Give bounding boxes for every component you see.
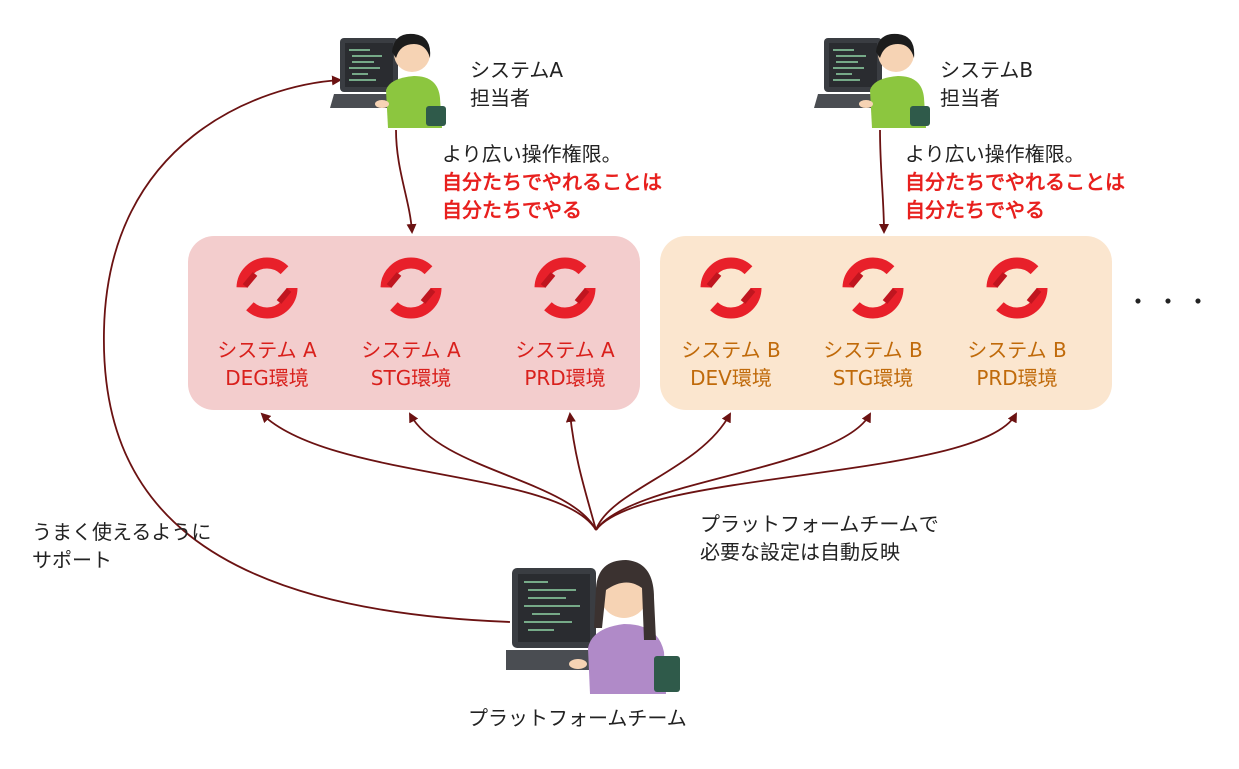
- env-a-prd-name: PRD環境: [524, 366, 606, 390]
- env-a-stg-name: STG環境: [370, 366, 452, 390]
- arrow-system-b-to-env: [878, 129, 889, 234]
- support-note-line-2: サポート: [32, 548, 112, 572]
- env-b-dev-system: システム B: [681, 338, 781, 362]
- arrow-support-loop: [103, 75, 511, 623]
- env-card-a-deg: システム A DEG環境: [192, 246, 342, 396]
- env-card-b-prd: システム B PRD環境: [942, 246, 1092, 396]
- note-b-line-2: 自分たちでやれることは: [905, 170, 1125, 194]
- env-a-prd-system: システム A: [515, 338, 615, 362]
- note-b-line-3: 自分たちでやる: [905, 198, 1045, 222]
- platform-engineer-illustration: [506, 560, 680, 694]
- env-a-stg-system: システム A: [361, 338, 461, 362]
- platform-note-line-2: 必要な設定は自動反映: [700, 540, 900, 564]
- openshift-logo-icon: [380, 257, 442, 319]
- note-a-line-2: 自分たちでやれることは: [442, 170, 662, 194]
- note-a-line-1: より広い操作権限。: [442, 142, 622, 166]
- env-card-a-prd: システム A PRD環境: [490, 246, 640, 396]
- arrow-system-a-to-env: [395, 129, 417, 234]
- arrow-platform-to-a-stg: [409, 412, 597, 531]
- env-card-b-dev: システム B DEV環境: [656, 246, 806, 396]
- openshift-logo-icon: [986, 257, 1048, 319]
- platform-note-line-1: プラットフォームチームで: [700, 512, 939, 536]
- platform-team-label: プラットフォームチーム: [468, 706, 687, 730]
- arrow-platform-to-a-prd: [565, 412, 597, 531]
- system-b-person-label-2: 担当者: [940, 86, 1000, 110]
- arrow-platform-to-b-prd: [595, 412, 1017, 531]
- system-b-person-label-1: システムB: [940, 58, 1034, 82]
- env-card-b-stg: システム B STG環境: [798, 246, 948, 396]
- env-b-prd-system: システム B: [967, 338, 1067, 362]
- arrow-platform-to-b-stg: [595, 412, 871, 531]
- system-a-person-label-2: 担当者: [470, 86, 530, 110]
- arrow-platform-to-b-dev: [595, 412, 731, 531]
- env-b-dev-name: DEV環境: [690, 366, 772, 390]
- more-systems-ellipsis: ・・・: [1126, 288, 1216, 316]
- note-b-line-1: より広い操作権限。: [905, 142, 1085, 166]
- env-b-prd-name: PRD環境: [976, 366, 1058, 390]
- developer-b-illustration: [814, 33, 930, 128]
- env-b-stg-name: STG環境: [832, 366, 914, 390]
- openshift-logo-icon: [842, 257, 904, 319]
- openshift-logo-icon: [534, 257, 596, 319]
- support-note-line-1: うまく使えるように: [32, 520, 212, 544]
- openshift-logo-icon: [236, 257, 298, 319]
- system-b-environment-group: システム B DEV環境 システム B STG環境 システム B PRD環境: [660, 236, 1112, 410]
- developer-a-illustration: [330, 33, 446, 128]
- env-a-deg-name: DEG環境: [225, 366, 309, 390]
- env-card-a-stg: システム A STG環境: [336, 246, 486, 396]
- note-a-line-3: 自分たちでやる: [442, 198, 582, 222]
- env-a-deg-system: システム A: [217, 338, 317, 362]
- env-b-stg-system: システム B: [823, 338, 923, 362]
- arrow-platform-to-a-deg: [260, 412, 597, 531]
- openshift-logo-icon: [700, 257, 762, 319]
- system-a-environment-group: システム A DEG環境 システム A STG環境 システム A PRD環境: [188, 236, 640, 410]
- system-a-person-label-1: システムA: [470, 58, 564, 82]
